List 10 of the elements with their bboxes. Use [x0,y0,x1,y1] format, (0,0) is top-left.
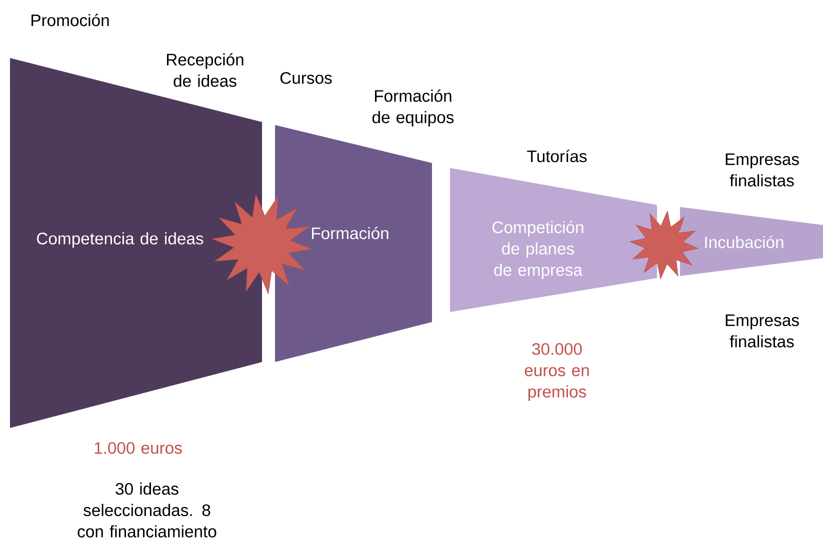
text-label: Promoción [32,14,109,26]
text-label: Formación de equipos [372,89,454,127]
text-label: Empresas finalistas [726,154,799,186]
text-label: Empresas finalistas [726,314,799,348]
text-label: 30 ideas seleccionadas. 8 con financiamiento [78,482,216,538]
funnel-stage: Competición de planes de empresa [450,168,657,312]
funnel-stage: Formación [275,125,432,362]
text-label: 30.000 euros en premios [524,343,589,401]
text-label: Cursos [280,72,332,84]
funnel-stage: Incubación [680,207,823,276]
